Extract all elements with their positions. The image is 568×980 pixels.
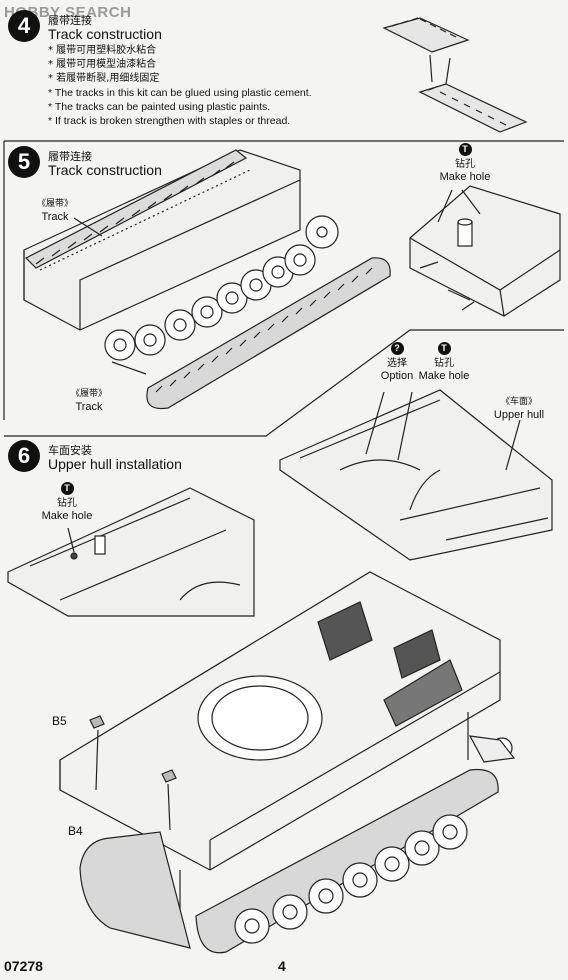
step-5-title: Track construction (48, 162, 162, 178)
track-label-lower: 《履带》 Track (70, 389, 107, 413)
note-6: * If track is broken strengthen with sta… (48, 115, 291, 127)
make-hole-icon: T (458, 143, 472, 156)
note-2: * 履带可用模型油漆粘合 (48, 59, 157, 70)
make-hole-label-step6: T 钻孔 Make hole (41, 482, 93, 522)
chassis-drawing (23, 149, 391, 410)
note-5: * The tracks can be painted using plasti… (48, 101, 271, 113)
make-hole-detail-drawing (409, 185, 561, 317)
note-3: * 若履带断裂,用细线固定 (48, 73, 160, 84)
track-sample-drawing (382, 17, 528, 133)
step-6-title-zh: 车面安装 (48, 444, 92, 457)
make-hole-icon: T (437, 342, 451, 355)
step-4-number: 4 (8, 10, 40, 42)
make-hole-label-callout: T 钻孔 Make hole (418, 342, 470, 382)
step-5-number: 5 (8, 146, 40, 178)
note-1: * 履带可用塑料胶水粘合 (48, 45, 157, 56)
make-hole-icon: T (60, 482, 74, 495)
upper-hull-detail-drawing (279, 389, 553, 561)
step-6-number: 6 (8, 440, 40, 472)
page-number: 4 (278, 958, 286, 974)
part-b5-label: B5 (52, 714, 67, 728)
make-hole-label-step5: T 钻孔 Make hole (439, 143, 491, 183)
step-4-title-zh: 履带连接 (48, 14, 92, 27)
step-4-title: Track construction (48, 26, 162, 42)
step-5-title-zh: 履带连接 (48, 150, 92, 163)
option-icon: ? (390, 342, 404, 355)
main-hull-drawing (59, 571, 516, 954)
upper-hull-label: 《车面》 Upper hull (493, 397, 545, 421)
kit-code: 07278 (4, 958, 43, 974)
step-4-notes: * 履带可用塑料胶水粘合 * 履带可用模型油漆粘合 * 若履带断裂,用细线固定 … (48, 44, 378, 128)
option-label: ? 选择 Option (380, 342, 414, 382)
step-6-title: Upper hull installation (48, 456, 182, 472)
hull-detail-drawing (7, 487, 255, 617)
note-4: * The tracks in this kit can be glued us… (48, 87, 312, 99)
part-b4-label: B4 (68, 824, 83, 838)
track-label-upper: 《履带》 Track (36, 199, 73, 223)
